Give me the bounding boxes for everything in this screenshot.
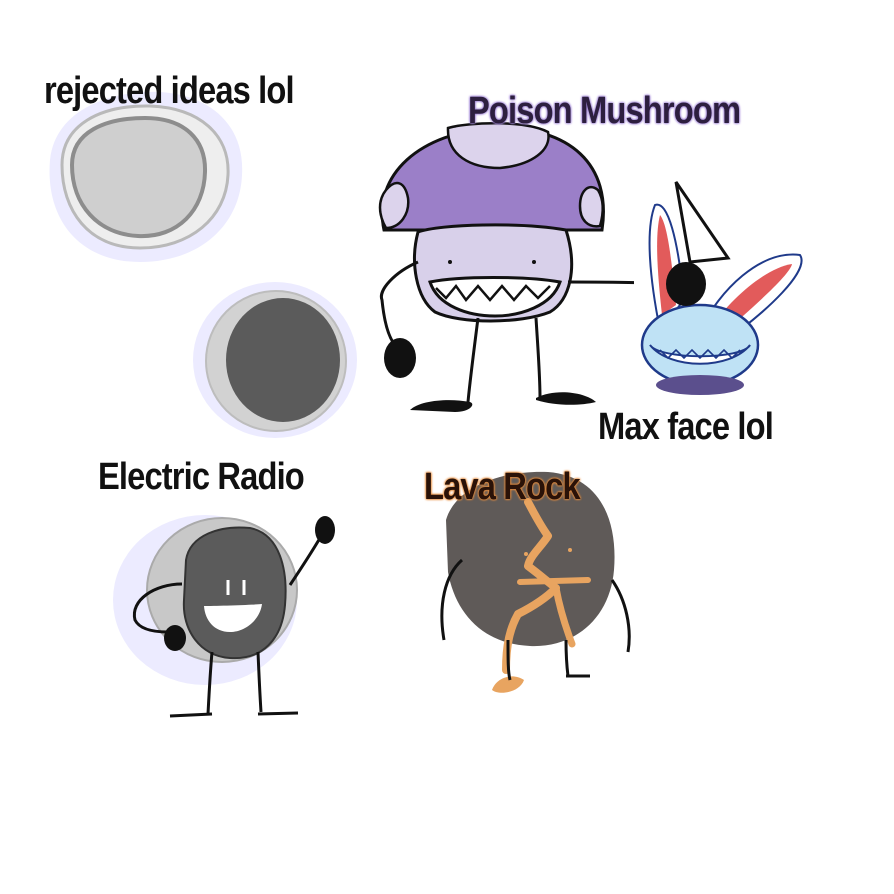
electric-radio-label: Electric Radio bbox=[98, 456, 305, 498]
lava-rock-character bbox=[440, 471, 631, 693]
rejected-circle-light bbox=[49, 91, 243, 262]
lava-rock-label: Lava Rock bbox=[424, 466, 581, 508]
rejected-circle-dark bbox=[193, 282, 357, 438]
poison-mushroom-character bbox=[378, 121, 677, 412]
max-face-picture bbox=[634, 181, 803, 395]
electric-radio-character bbox=[113, 515, 335, 718]
max-face-label: Max face lol bbox=[598, 406, 774, 448]
rejected-ideas-label: rejected ideas lol bbox=[44, 70, 295, 112]
poison-mushroom-label: Poison Mushroom bbox=[468, 90, 741, 132]
